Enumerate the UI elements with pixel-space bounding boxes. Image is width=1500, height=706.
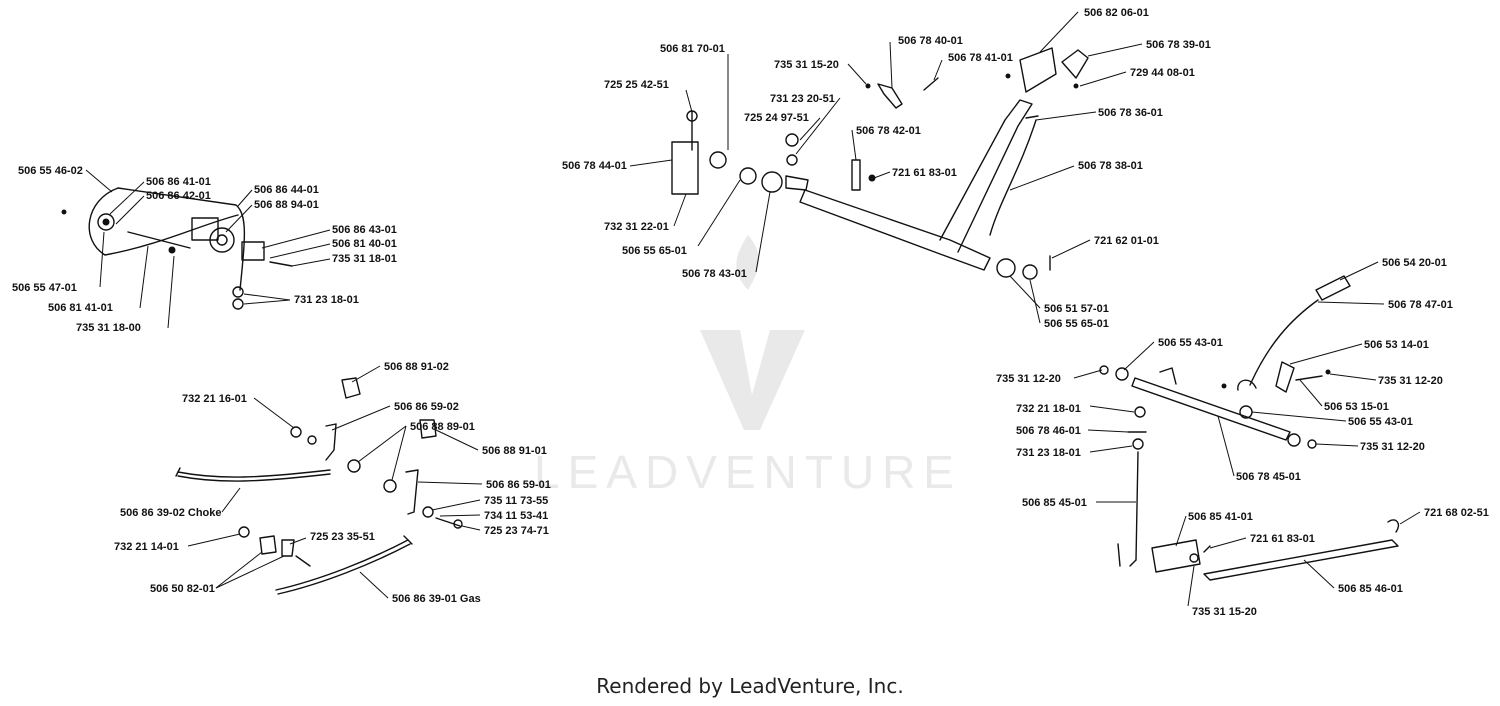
part-label: 506 78 38-01 (1078, 160, 1143, 172)
belt-pulley-assembly (61, 187, 293, 310)
part-label: 506 86 39-02 Choke (120, 507, 222, 519)
part-label: 506 82 06-01 (1084, 7, 1149, 19)
part-label: 506 53 15-01 (1324, 401, 1389, 413)
part-label: 506 78 36-01 (1098, 107, 1163, 119)
part-label: 506 53 14-01 (1364, 339, 1429, 351)
part-label: 506 55 47-01 (12, 282, 77, 294)
part-label: 735 31 18-01 (332, 253, 397, 265)
part-label: 729 44 08-01 (1130, 67, 1195, 79)
part-label: 506 86 59-01 (486, 479, 551, 491)
part-labels: 506 55 46-02 506 86 41-01 506 86 42-01 5… (12, 7, 1489, 618)
part-label: 725 23 74-71 (484, 525, 549, 537)
part-label: 506 78 42-01 (856, 125, 921, 137)
lever-leader-lines (1073, 261, 1421, 607)
part-label: 506 86 41-01 (146, 176, 211, 188)
part-label: 735 11 73-55 (484, 495, 548, 507)
part-label: 734 11 53-41 (484, 510, 548, 522)
part-label: 735 31 12-20 (996, 373, 1061, 385)
part-label: 506 81 70-01 (660, 43, 725, 55)
part-label: 506 78 46-01 (1016, 425, 1081, 437)
part-label: 721 61 83-01 (892, 167, 957, 179)
part-label: 506 78 44-01 (562, 160, 627, 172)
part-label: 506 55 46-02 (18, 165, 83, 177)
part-label: 731 23 20-51 (770, 93, 835, 105)
handle-leader-lines (629, 11, 1143, 324)
handle-shaft-assembly (671, 47, 1089, 280)
part-label: 506 85 46-01 (1338, 583, 1403, 595)
watermark-text: LEADVENTURE (534, 446, 962, 498)
part-label: 506 55 65-01 (622, 245, 687, 257)
part-label: 506 86 42-01 (146, 190, 211, 202)
part-label: 506 51 57-01 (1044, 303, 1109, 315)
part-label: 732 31 22-01 (604, 221, 669, 233)
cable-leader-lines (187, 365, 483, 599)
part-label: 506 88 91-01 (482, 445, 547, 457)
part-label: 506 81 41-01 (48, 302, 113, 314)
belt-leader-lines (85, 169, 331, 329)
watermark-logo (700, 235, 805, 430)
part-label: 725 25 42-51 (604, 79, 669, 91)
part-label: 506 86 39-01 Gas (392, 593, 481, 605)
part-label: 721 61 83-01 (1250, 533, 1315, 545)
part-label: 506 85 41-01 (1188, 511, 1253, 523)
footer-credit: Rendered by LeadVenture, Inc. (596, 674, 904, 698)
part-label: 506 86 43-01 (332, 224, 397, 236)
part-label: 506 85 45-01 (1022, 497, 1087, 509)
part-label: 506 78 40-01 (898, 35, 963, 47)
part-label: 506 78 39-01 (1146, 39, 1211, 51)
part-label: 506 81 40-01 (332, 238, 397, 250)
part-label: 735 31 12-20 (1378, 375, 1443, 387)
part-label: 735 31 15-20 (1192, 606, 1257, 618)
part-label: 506 88 91-02 (384, 361, 449, 373)
part-label: 725 24 97-51 (744, 112, 809, 124)
cable-control-assembly (175, 377, 463, 595)
lever-rod-assembly (1099, 275, 1400, 581)
part-label: 735 31 12-20 (1360, 441, 1425, 453)
part-label: 506 78 45-01 (1236, 471, 1301, 483)
part-label: 732 21 18-01 (1016, 403, 1081, 415)
part-label: 721 68 02-51 (1424, 507, 1489, 519)
part-label: 506 86 44-01 (254, 184, 319, 196)
part-label: 506 78 43-01 (682, 268, 747, 280)
part-label: 735 31 15-20 (774, 59, 839, 71)
part-label: 506 55 65-01 (1044, 318, 1109, 330)
part-label: 732 21 16-01 (182, 393, 247, 405)
part-label: 506 54 20-01 (1382, 257, 1447, 269)
part-label: 731 23 18-01 (1016, 447, 1081, 459)
part-label: 721 62 01-01 (1094, 235, 1159, 247)
part-label: 506 78 41-01 (948, 52, 1013, 64)
part-label: 506 88 89-01 (410, 421, 475, 433)
part-label: 735 31 18-00 (76, 322, 141, 334)
part-label: 725 23 35-51 (310, 531, 375, 543)
part-label: 731 23 18-01 (294, 294, 359, 306)
part-label: 506 55 43-01 (1348, 416, 1413, 428)
part-label: 506 88 94-01 (254, 199, 319, 211)
part-label: 506 78 47-01 (1388, 299, 1453, 311)
part-label: 506 86 59-02 (394, 401, 459, 413)
part-label: 506 55 43-01 (1158, 337, 1223, 349)
part-label: 732 21 14-01 (114, 541, 179, 553)
part-label: 506 50 82-01 (150, 583, 215, 595)
